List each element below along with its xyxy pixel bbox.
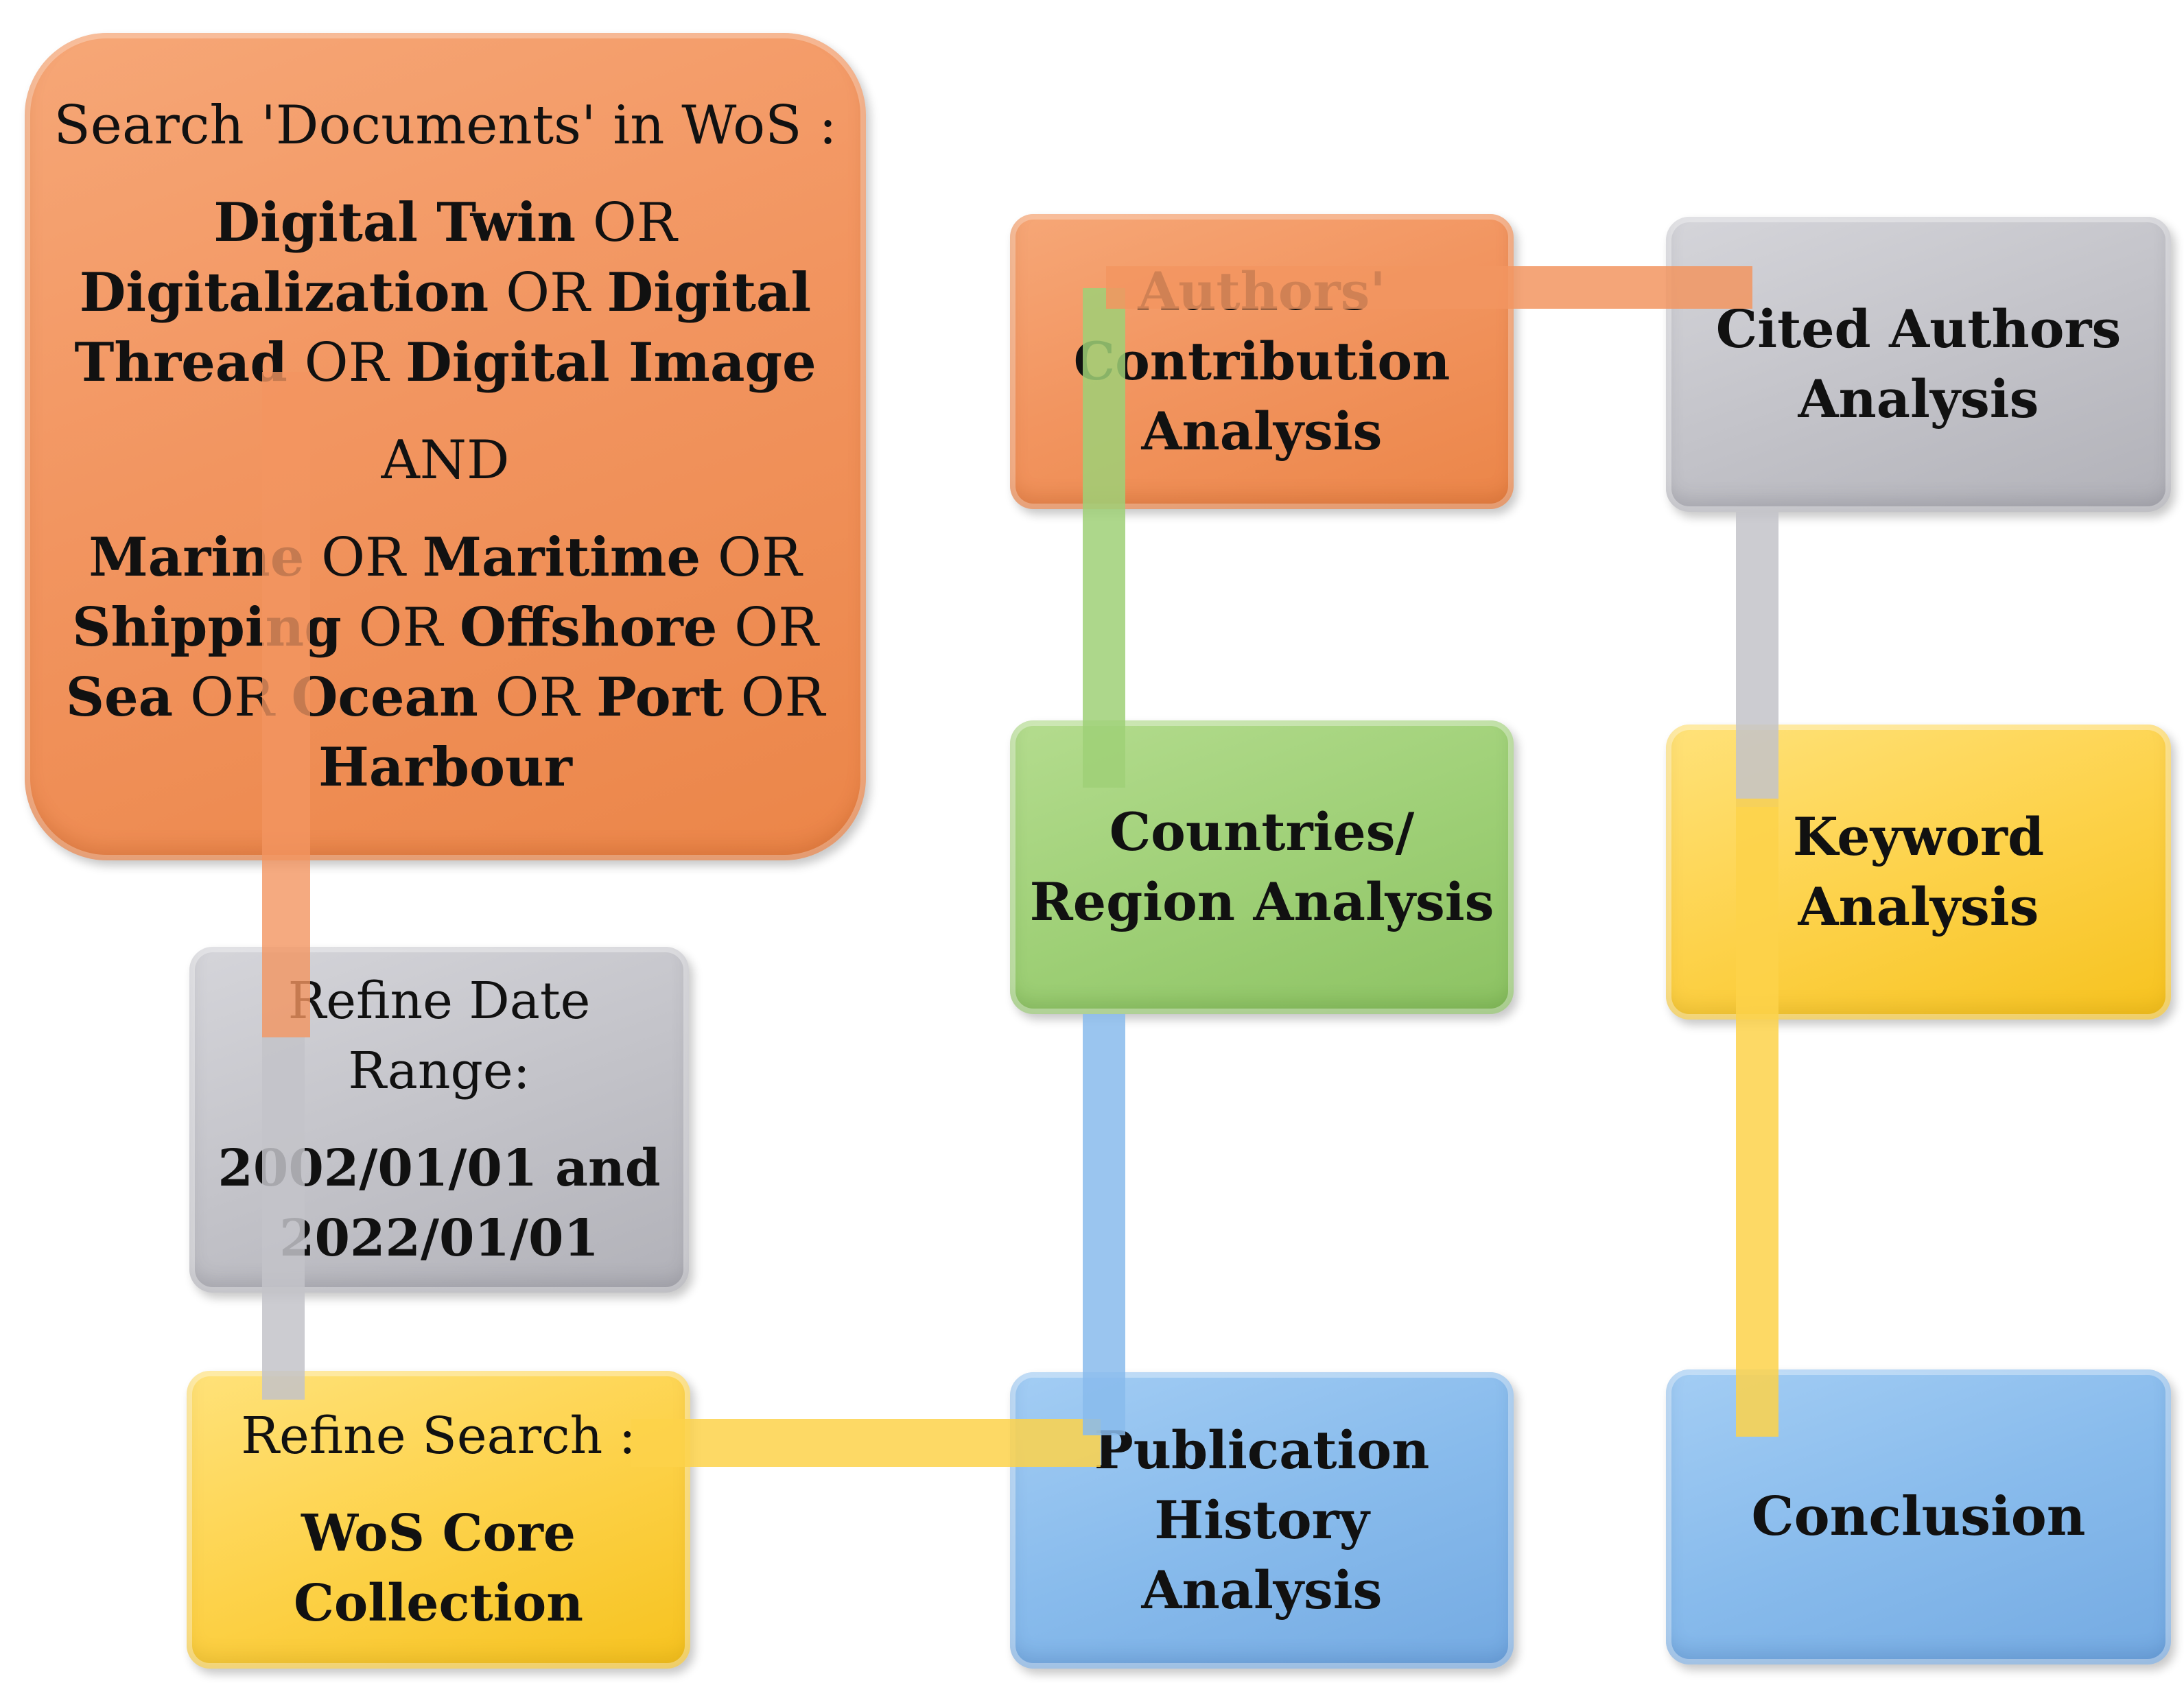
refine-title: Refine Search :: [241, 1407, 636, 1466]
query-operator: OR: [478, 667, 597, 729]
authors-line-3: Analysis: [1141, 401, 1383, 462]
countries-line-2: Region Analysis: [1029, 871, 1494, 932]
query-operator: OR: [287, 332, 406, 394]
query-term: Shipping: [72, 596, 342, 659]
query-line: Marine OR Maritime OR: [66, 523, 825, 593]
keyword-analysis-box: Keyword Analysis: [1666, 725, 2171, 1020]
publication-line-2: History Analysis: [1141, 1490, 1383, 1621]
query-term: Thread: [74, 331, 287, 394]
query-operator: OR: [173, 667, 292, 729]
publication-line-1: Publication: [1094, 1420, 1430, 1481]
refine-date-range-box: Refine Date Range: 2002/01/01 and 2022/0…: [189, 947, 689, 1293]
refine-value-line-1: WoS Core: [301, 1504, 576, 1563]
date-range-line-2: 2022/01/01: [279, 1209, 599, 1268]
query-operator: OR: [701, 527, 802, 589]
query-operator: OR: [576, 192, 677, 254]
query-term: Harbour: [318, 736, 572, 799]
cited-line-1: Cited Authors: [1715, 298, 2122, 360]
cited-line-2: Analysis: [1798, 368, 2039, 429]
countries-line-1: Countries/: [1109, 801, 1415, 862]
query-operator: OR: [717, 597, 819, 659]
query-line: Sea OR Ocean OR Port OR: [66, 663, 825, 733]
publication-history-box: Publication History Analysis: [1010, 1372, 1514, 1669]
keyword-line-1: Keyword: [1792, 806, 2045, 867]
query-line: Thread OR Digital Image: [74, 328, 816, 398]
query-term: Offshore: [460, 596, 718, 659]
query-line: Harbour: [66, 733, 825, 803]
refine-value-line-2: Collection: [293, 1574, 584, 1633]
date-range-line-1: 2002/01/01 and: [218, 1139, 661, 1198]
search-documents-box: Search 'Documents' in WoS : Digital Twin…: [25, 33, 866, 860]
refine-search-box: Refine Search : WoS Core Collection: [187, 1371, 690, 1669]
query-term: Digital: [607, 261, 812, 324]
date-title-line-2: Range:: [348, 1041, 530, 1101]
query-line: Digitalization OR Digital: [74, 258, 816, 328]
query-term: Port: [596, 666, 724, 729]
conclusion-box: Conclusion: [1666, 1369, 2171, 1664]
query-operator: OR: [723, 667, 825, 729]
search-title: Search 'Documents' in WoS :: [54, 95, 837, 156]
keyword-line-2: Analysis: [1798, 876, 2039, 937]
cited-authors-box: Cited Authors Analysis: [1666, 217, 2171, 512]
query-line: Shipping OR Offshore OR: [66, 593, 825, 663]
authors-line-1: Authors': [1138, 261, 1386, 322]
query-term: Ocean: [291, 666, 478, 729]
date-title-line-1: Refine Date: [287, 972, 591, 1031]
countries-region-box: Countries/ Region Analysis: [1010, 720, 1514, 1014]
query-operator: OR: [489, 262, 607, 324]
query-line: Digital Twin OR: [74, 188, 816, 258]
query-term: Digital Twin: [213, 191, 576, 254]
authors-contribution-box: Authors' Contribution Analysis: [1010, 214, 1514, 509]
query-operator: OR: [341, 597, 460, 659]
query-operator: OR: [304, 527, 423, 589]
query-term: Marine: [89, 526, 305, 589]
and-label: AND: [381, 429, 510, 491]
query-term: Sea: [65, 666, 174, 729]
authors-line-2: Contribution: [1073, 331, 1451, 392]
query-term: Digital Image: [406, 331, 817, 394]
query-term: Maritime: [422, 526, 701, 589]
query-term: Digitalization: [79, 261, 489, 324]
conclusion-label: Conclusion: [1751, 1485, 2086, 1548]
